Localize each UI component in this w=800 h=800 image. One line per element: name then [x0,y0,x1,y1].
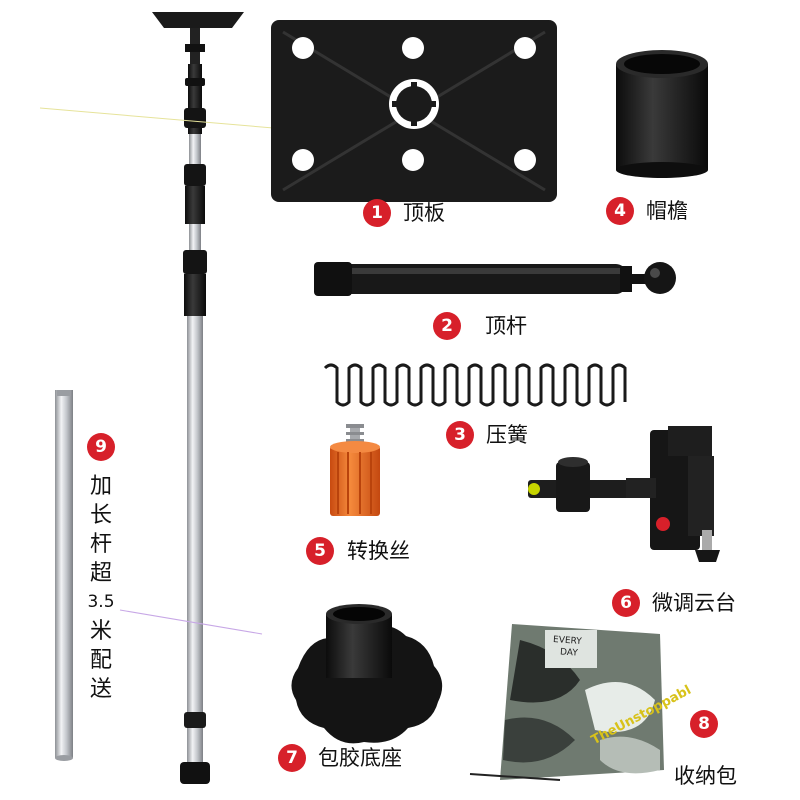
part-5-label: 转换丝 [347,539,410,563]
top-rod [314,262,676,296]
part-9-char: 送 [89,677,112,702]
bag-print-line2: DAY [559,647,579,659]
part-8-label: 收纳包 [674,764,737,788]
storage-bag [469,624,664,781]
part-9-number-badge: 9 [87,433,115,461]
rubber-base [291,604,443,744]
part-9-char: 米 [89,619,112,644]
part-5-number-badge: 5 [306,537,334,565]
part-2-number-badge: 2 [433,312,461,340]
adapter-screw [330,424,380,516]
part-6-label: 微调云台 [652,591,736,615]
part-3-label: 压簧 [486,423,528,447]
telescopic-pole [152,12,244,784]
top-plate [271,20,557,202]
part-9-char: 加 [89,474,112,499]
part-1-label: 顶板 [403,201,445,225]
part-9-char: 杆 [89,532,112,557]
brim-cap [616,50,708,178]
part-9-char: 长 [89,503,112,528]
compression-spring [323,363,627,407]
part-2-label: 顶杆 [485,314,527,338]
part-8-number-badge: 8 [690,710,718,738]
bag-print-line1: EVERY [552,635,583,647]
part-9-char: 3.5 [87,592,115,612]
part-3-number-badge: 3 [446,421,474,449]
part-4-number-badge: 4 [606,197,634,225]
part-7-number-badge: 7 [278,744,306,772]
part-9-char: 超 [89,561,112,586]
part-9-char: 配 [89,648,112,673]
pan-tilt-head [528,426,720,562]
part-6-number-badge: 6 [612,589,640,617]
part-7-label: 包胶底座 [318,746,402,770]
extension-rod [55,390,73,761]
part-4-label: 帽檐 [646,199,688,223]
part-9-vertical-label: 加 长 杆 超 3.5 米 配 送 [81,472,121,704]
part-1-number-badge: 1 [363,199,391,227]
